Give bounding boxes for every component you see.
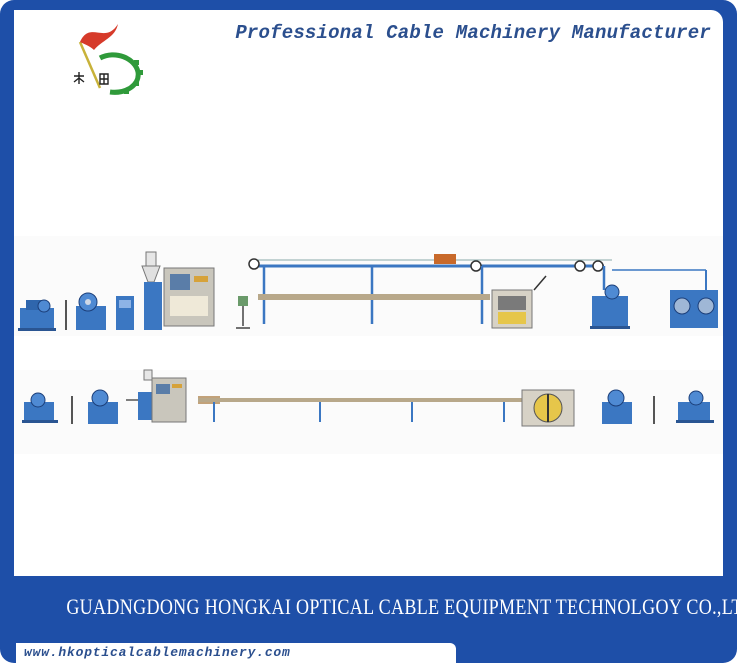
website-link[interactable]: www.hkopticalcablemachinery.com [24, 645, 291, 660]
cooling-trough-icon [198, 396, 522, 422]
company-name: GUADNGDONG HONGKAI OPTICAL CABLE EQUIPME… [66, 594, 737, 619]
production-line-2 [22, 369, 714, 427]
capstan-icon [491, 275, 547, 329]
payoff-stand-icon [18, 299, 56, 331]
product-image-area [14, 100, 723, 576]
extruder-icon [138, 369, 187, 423]
extruder-icon [141, 251, 215, 330]
spool-payoff-icon [88, 389, 118, 424]
capstan-icon [521, 389, 575, 427]
takeup-stand-icon [676, 390, 714, 423]
small-stand-icon [236, 296, 250, 329]
dual-takeup-icon [670, 270, 718, 328]
production-lines-diagram [18, 251, 718, 427]
website-bar: www.hkopticalcablemachinery.com [16, 643, 456, 663]
header: Professional Cable Machinery Manufacture… [14, 10, 723, 100]
overhead-gantry-icon [248, 254, 706, 324]
tagline: Professional Cable Machinery Manufacture… [235, 22, 711, 44]
cooling-trough-icon [258, 294, 490, 300]
winder-icon [590, 284, 630, 329]
winder-icon [602, 389, 632, 424]
hongkai-logo [73, 24, 143, 95]
payoff-stand-icon [22, 392, 58, 423]
spool-payoff-icon [76, 292, 106, 330]
control-cabinet-icon [116, 296, 134, 330]
production-line-1 [18, 251, 718, 331]
